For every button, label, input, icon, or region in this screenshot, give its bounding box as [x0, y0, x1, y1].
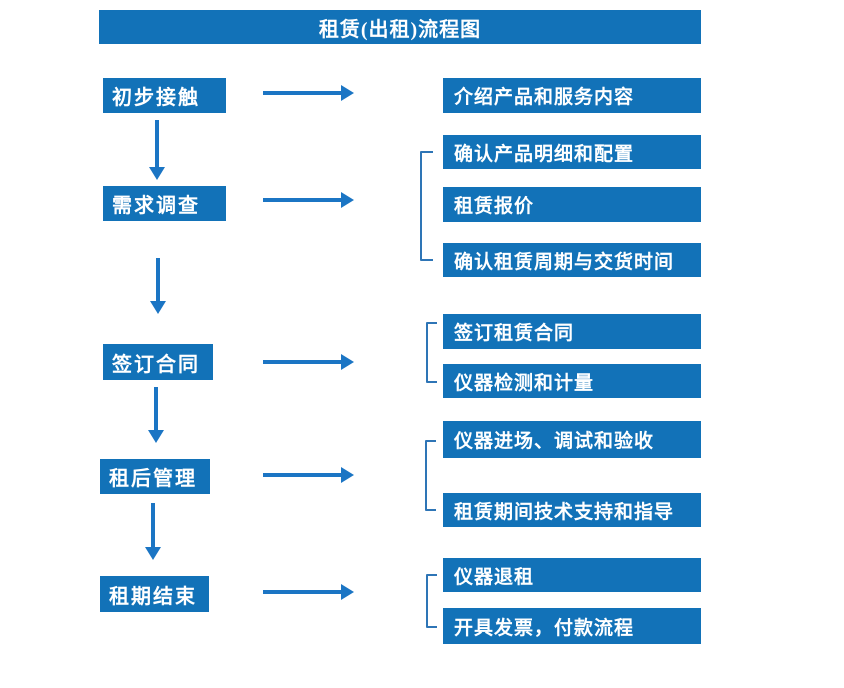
group-bracket-icon: [425, 440, 436, 511]
arrow-down-icon: [148, 387, 164, 443]
step-box-sign-contract: 签订合同: [103, 344, 213, 380]
detail-label: 仪器退租: [454, 566, 535, 588]
step-label: 需求调查: [112, 195, 200, 217]
arrow-right-icon: [263, 354, 354, 370]
detail-box-introduce-products: 介绍产品和服务内容: [443, 78, 701, 113]
arrow-down-icon: [149, 120, 165, 180]
detail-label: 租赁期间技术支持和指导: [454, 501, 675, 523]
detail-label: 租赁报价: [454, 196, 535, 217]
group-bracket-icon: [426, 574, 437, 628]
detail-box-confirm-period-delivery: 确认租赁周期与交货时间: [443, 243, 701, 277]
detail-label: 开具发票，付款流程: [454, 617, 635, 639]
detail-label: 确认租赁周期与交货时间: [454, 251, 675, 273]
arrow-right-icon: [263, 467, 354, 483]
detail-label: 仪器检测和计量: [454, 372, 595, 394]
diagram-title-bar: 租赁(出租)流程图: [99, 10, 701, 44]
arrow-right-icon: [263, 584, 354, 600]
detail-box-sign-rental-contract: 签订租赁合同: [443, 314, 701, 349]
arrow-right-icon: [263, 192, 354, 208]
step-box-initial-contact: 初步接触: [103, 78, 226, 113]
arrow-right-icon: [263, 85, 354, 101]
detail-box-rental-quote: 租赁报价: [443, 187, 701, 222]
step-box-demand-survey: 需求调查: [103, 186, 226, 221]
detail-label: 确认产品明细和配置: [454, 143, 635, 165]
diagram-title: 租赁(出租)流程图: [318, 18, 482, 41]
step-label: 初步接触: [112, 87, 200, 109]
detail-box-tech-support: 租赁期间技术支持和指导: [443, 493, 701, 527]
arrow-down-icon: [145, 503, 161, 560]
group-bracket-icon: [420, 151, 433, 261]
step-label: 签订合同: [112, 353, 200, 376]
group-bracket-icon: [426, 322, 437, 383]
detail-label: 介绍产品和服务内容: [454, 87, 635, 108]
step-label: 租期结束: [109, 585, 197, 608]
detail-label: 签订租赁合同: [454, 323, 575, 344]
detail-box-invoice-payment: 开具发票，付款流程: [443, 608, 701, 644]
detail-box-instrument-testing: 仪器检测和计量: [443, 364, 701, 398]
detail-box-confirm-product-config: 确认产品明细和配置: [443, 135, 701, 169]
arrow-down-icon: [150, 258, 166, 314]
detail-box-instrument-entry-acceptance: 仪器进场、调试和验收: [443, 421, 701, 458]
detail-box-instrument-return: 仪器退租: [443, 558, 701, 592]
step-label: 租后管理: [109, 468, 197, 490]
step-box-rental-end: 租期结束: [100, 576, 209, 612]
step-box-post-rental-management: 租后管理: [100, 459, 210, 494]
detail-label: 仪器进场、调试和验收: [454, 431, 655, 452]
